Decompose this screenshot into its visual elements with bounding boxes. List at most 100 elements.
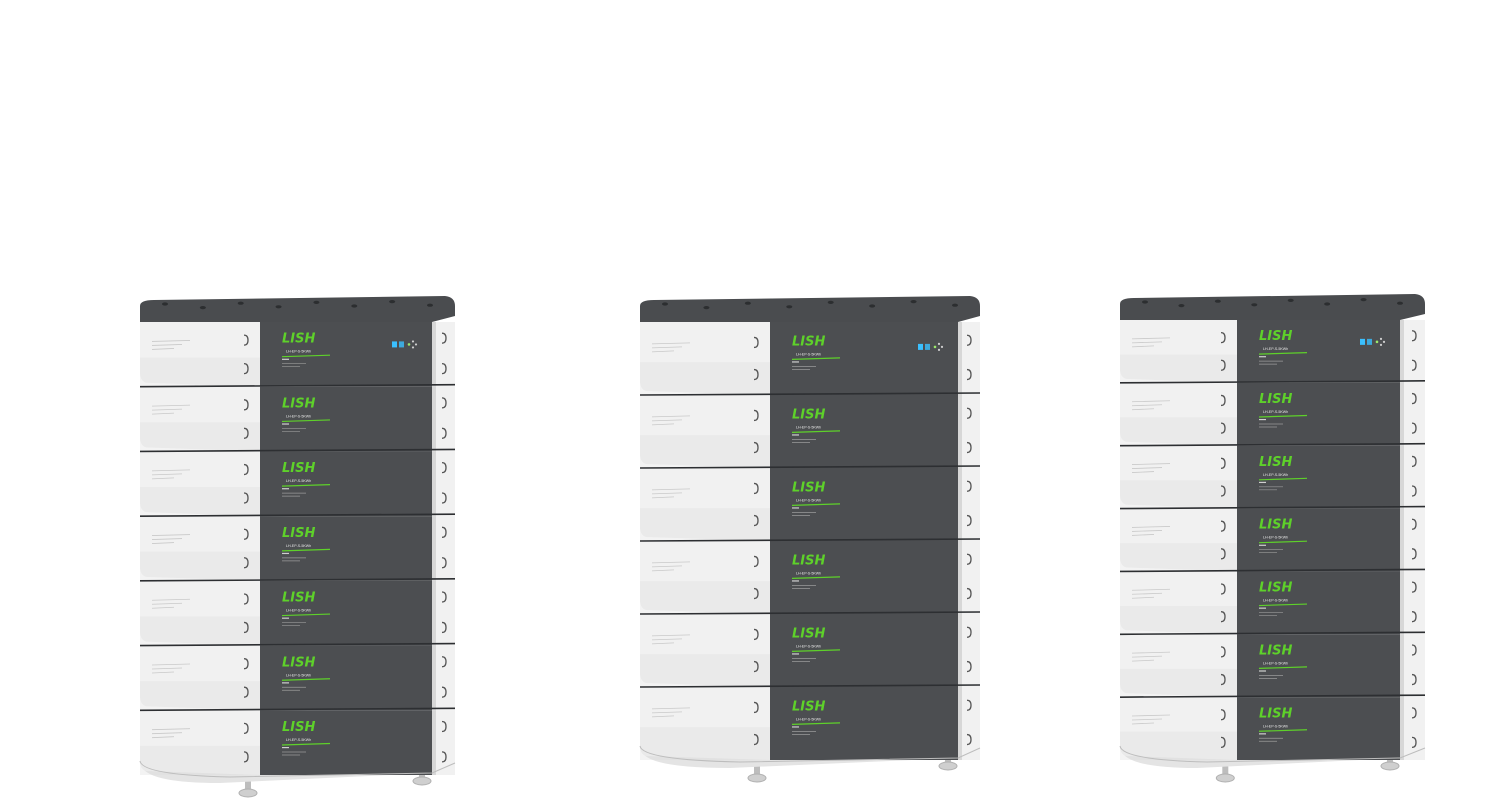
handle-notch-icon: [243, 528, 249, 540]
lid-hole: [910, 300, 917, 304]
handle-notch-icon: [753, 628, 759, 641]
side-shell-left: [1120, 697, 1237, 760]
handle-notch-icon: [1220, 394, 1226, 407]
model-label: LH-EP-S-5KWh: [286, 479, 311, 483]
lid-hole: [869, 304, 876, 308]
module-seam: [1119, 505, 1426, 510]
front-panel: [1237, 382, 1400, 446]
battery-stacks: LISHLH-EP-S-5KWhLISHLH-EP-S-5KWhLISHLH-E…: [139, 294, 1426, 798]
handle-notch-icon: [966, 407, 972, 419]
accent-stripe: [791, 357, 841, 360]
brand-logo: LISH: [1259, 329, 1292, 344]
brand-logo: LISH: [282, 591, 315, 606]
handle-notch-icon: [966, 660, 972, 673]
handle-notch-icon: [1220, 646, 1226, 658]
handle-notch-icon: [243, 362, 249, 375]
side-shell-left: [140, 710, 260, 775]
handle-notch-icon: [753, 441, 759, 454]
side-shell-right: [958, 322, 980, 395]
brand-logo: LISH: [282, 526, 315, 541]
lid-hole: [313, 300, 320, 304]
side-shell-right: [958, 687, 980, 760]
accent-stripe: [791, 430, 841, 433]
brand-logo: LISH: [792, 626, 825, 641]
handle-notch-icon: [1220, 548, 1226, 560]
accent-stripe: [791, 503, 841, 506]
handle-notch-icon: [243, 334, 249, 346]
handle-notch-icon: [441, 526, 447, 538]
front-panel: [770, 541, 958, 614]
model-label: LH-EP-S-5KWh: [1263, 661, 1288, 665]
side-shell-left: [140, 516, 260, 581]
handle-notch-icon: [1411, 392, 1417, 405]
side-shell-right: [432, 322, 455, 387]
accent-stripe: [281, 419, 331, 423]
handle-notch-icon: [966, 587, 972, 600]
handle-notch-icon: [441, 427, 447, 439]
handle-notch-icon: [441, 621, 447, 634]
handle-notch-icon: [1220, 331, 1226, 344]
accent-stripe: [1258, 352, 1308, 355]
handle-notch-icon: [243, 686, 249, 698]
lid-hole: [786, 305, 793, 309]
battery-stack: LISHLH-EP-S-5KWhLISHLH-EP-S-5KWhLISHLH-E…: [1119, 294, 1426, 783]
handle-notch-icon: [441, 751, 447, 763]
led-indicator-icon: [392, 340, 418, 349]
model-label: LH-EP-S-5KWh: [796, 352, 821, 356]
lid-hole: [744, 301, 751, 305]
module-seam: [1119, 694, 1426, 698]
side-shell-left: [640, 541, 770, 614]
handle-notch-icon: [441, 362, 447, 375]
handle-notch-icon: [1220, 485, 1226, 497]
model-label: LH-EP-S-5KWh: [796, 498, 821, 502]
accent-stripe: [281, 742, 331, 746]
module-seam: [1119, 380, 1426, 384]
model-label: LH-EP-S-5KWh: [1263, 473, 1288, 477]
side-shell-right: [958, 468, 980, 541]
handle-notch-icon: [1411, 644, 1417, 656]
handle-notch-icon: [441, 656, 447, 668]
accent-stripe: [791, 576, 841, 579]
module-seam: [139, 578, 456, 582]
handle-notch-icon: [1220, 583, 1226, 595]
brand-logo: LISH: [1259, 706, 1292, 721]
front-panel: [260, 580, 432, 646]
handle-notch-icon: [966, 441, 972, 454]
handle-notch-icon: [243, 399, 249, 411]
front-panel: [770, 614, 958, 687]
top-cover: [1120, 294, 1425, 320]
side-shell-left: [1120, 382, 1237, 446]
model-label: LH-EP-S-5KWh: [796, 644, 821, 648]
battery-module: LISH LH-EP-S-5KWh: [139, 578, 456, 646]
side-shell-right: [432, 645, 455, 711]
side-shell-left: [640, 687, 770, 760]
front-panel: [260, 516, 432, 581]
handle-notch-icon: [1411, 422, 1417, 434]
module-seam: [1119, 568, 1426, 573]
handle-notch-icon: [966, 480, 972, 492]
foot-icon: [747, 766, 767, 783]
accent-stripe: [1258, 477, 1308, 481]
module-seam: [639, 684, 981, 688]
model-label: LH-EP-S-5KWh: [286, 350, 311, 354]
model-label: LH-EP-S-5KWh: [286, 609, 311, 613]
handle-notch-icon: [966, 553, 972, 565]
handle-notch-icon: [441, 591, 447, 603]
side-shell-right: [958, 395, 980, 468]
front-panel: [1237, 571, 1400, 635]
accent-stripe: [1258, 603, 1308, 607]
foot-icon: [1215, 766, 1235, 783]
lid-hole: [1397, 301, 1403, 305]
model-label: LH-EP-S-5KWh: [796, 717, 821, 721]
side-shell-left: [140, 386, 260, 452]
lid-hole: [703, 306, 710, 310]
